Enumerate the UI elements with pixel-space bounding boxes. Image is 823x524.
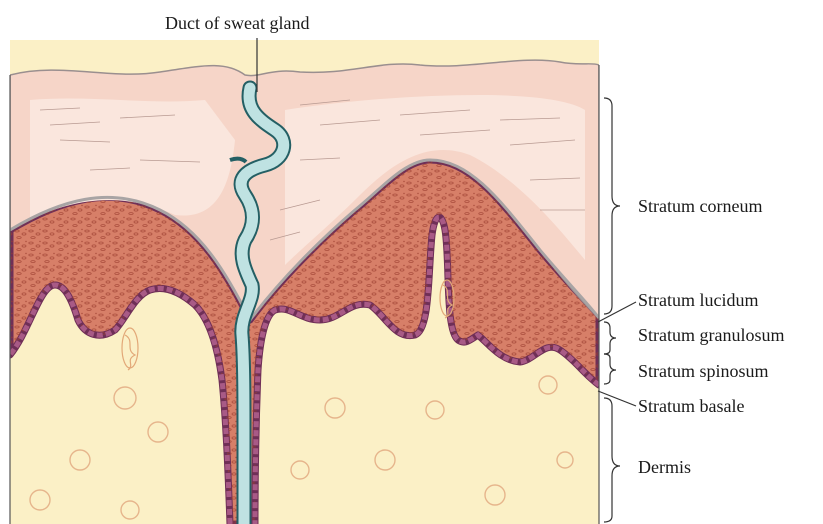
corneum-bracket [604,98,620,314]
label-dermis: Dermis [638,457,691,477]
label-stratum-basale: Stratum basale [638,396,744,416]
label-stratum-spinosum: Stratum spinosum [638,361,769,381]
label-stratum-corneum: Stratum corneum [638,196,762,216]
spinosum-bracket [604,354,616,384]
label-stratum-granulosum: Stratum granulosum [638,325,785,345]
label-stratum-lucidum: Stratum lucidum [638,290,759,310]
dermis-bracket [604,398,620,522]
basale-leader-line [598,391,636,406]
lucidum-leader-line [598,302,636,322]
label-duct: Duct of sweat gland [165,13,309,33]
granulosum-bracket [604,322,616,354]
